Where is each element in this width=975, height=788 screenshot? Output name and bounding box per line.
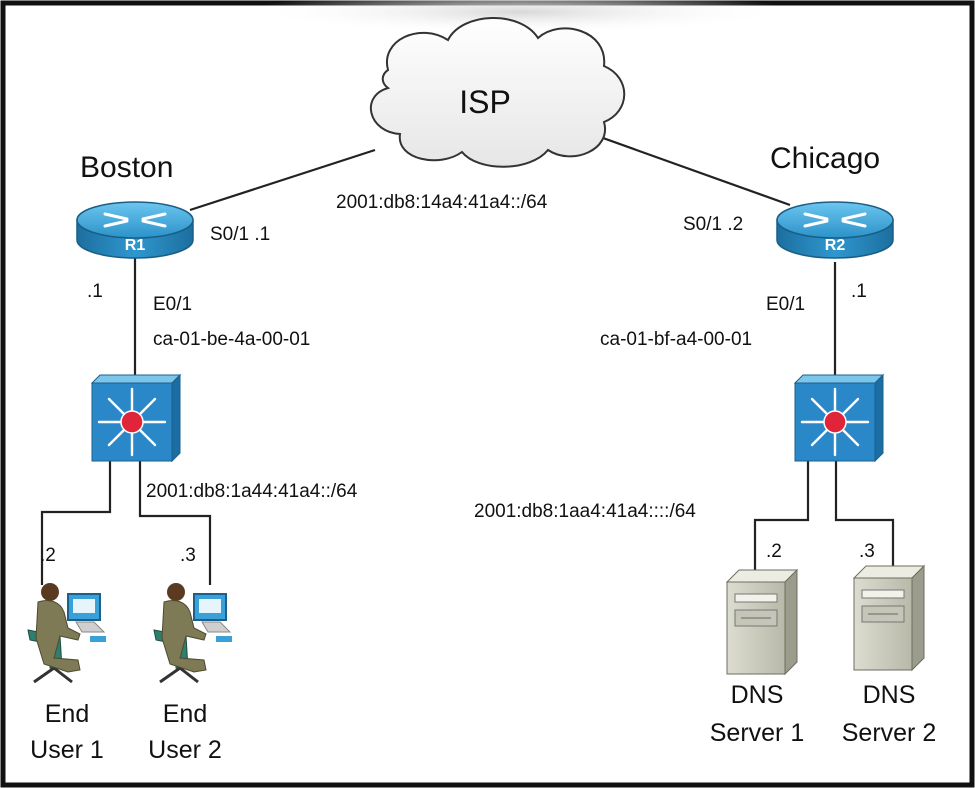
switch-boston: [90, 373, 182, 463]
link-switch1-user2: [138, 460, 212, 585]
user1-name-line1: End: [45, 700, 89, 728]
end-user-2: [153, 583, 232, 684]
links: [40, 126, 895, 585]
chicago-lan-network: 2001:db8:1aa4:41a4::::/64: [474, 501, 696, 522]
switch-chicago: [793, 373, 885, 463]
r2-serial-label: S0/1 .2: [683, 214, 743, 235]
site-label-boston: Boston: [80, 151, 173, 184]
r1-serial-label: S0/1 .1: [210, 224, 270, 245]
top-shadow: [250, 0, 790, 34]
server1-name-line2: Server 1: [710, 719, 804, 747]
dns-server-2: [852, 564, 926, 672]
router-icon: [76, 201, 194, 259]
server1-address: .2: [766, 541, 782, 562]
r1-eth-mac: ca-01-be-4a-00-01: [153, 329, 310, 350]
cloud-label: ISP: [459, 84, 511, 120]
r1-eth-interface: E0/1: [153, 294, 192, 315]
boston-lan-network: 2001:db8:1a44:41a4::/64: [146, 481, 358, 502]
multilayer-switch-icon: [90, 373, 182, 463]
r2-lan-host-id: .1: [851, 281, 867, 302]
server1-name-line1: DNS: [731, 681, 784, 709]
router-r2: [776, 201, 894, 259]
r2-eth-interface: E0/1: [766, 294, 805, 315]
router-icon: [776, 201, 894, 259]
cloud-icon: [369, 17, 626, 168]
router-r1: [76, 201, 194, 259]
router-r2-label: R2: [825, 237, 846, 254]
end-user-1: [27, 583, 106, 684]
server-tower-icon: [852, 564, 926, 672]
router-r1-label: R1: [125, 237, 146, 254]
user1-address: .2: [40, 545, 56, 566]
link-switch1-user1: [40, 460, 112, 585]
r1-lan-host-id: .1: [87, 281, 103, 302]
server-tower-icon: [725, 568, 799, 676]
workstation-user-icon: [27, 583, 106, 684]
user2-address: .3: [180, 545, 196, 566]
server2-name-line1: DNS: [863, 681, 916, 709]
wan-network-label: 2001:db8:14a4:41a4::/64: [336, 192, 548, 213]
user2-name-line2: User 2: [148, 736, 222, 764]
link-switch2-server2: [834, 460, 895, 575]
multilayer-switch-icon: [793, 373, 885, 463]
user2-name-line1: End: [163, 700, 207, 728]
r2-eth-mac: ca-01-bf-a4-00-01: [600, 329, 752, 350]
wan-link-boston: [189, 148, 376, 212]
workstation-user-icon: [153, 583, 232, 684]
user1-name-line2: User 1: [30, 736, 104, 764]
link-switch2-server1: [753, 460, 810, 580]
server2-address: .3: [859, 541, 875, 562]
server2-name-line2: Server 2: [842, 719, 936, 747]
wan-link-chicago: [574, 126, 791, 207]
site-label-chicago: Chicago: [770, 142, 880, 175]
dns-server-1: [725, 568, 799, 676]
